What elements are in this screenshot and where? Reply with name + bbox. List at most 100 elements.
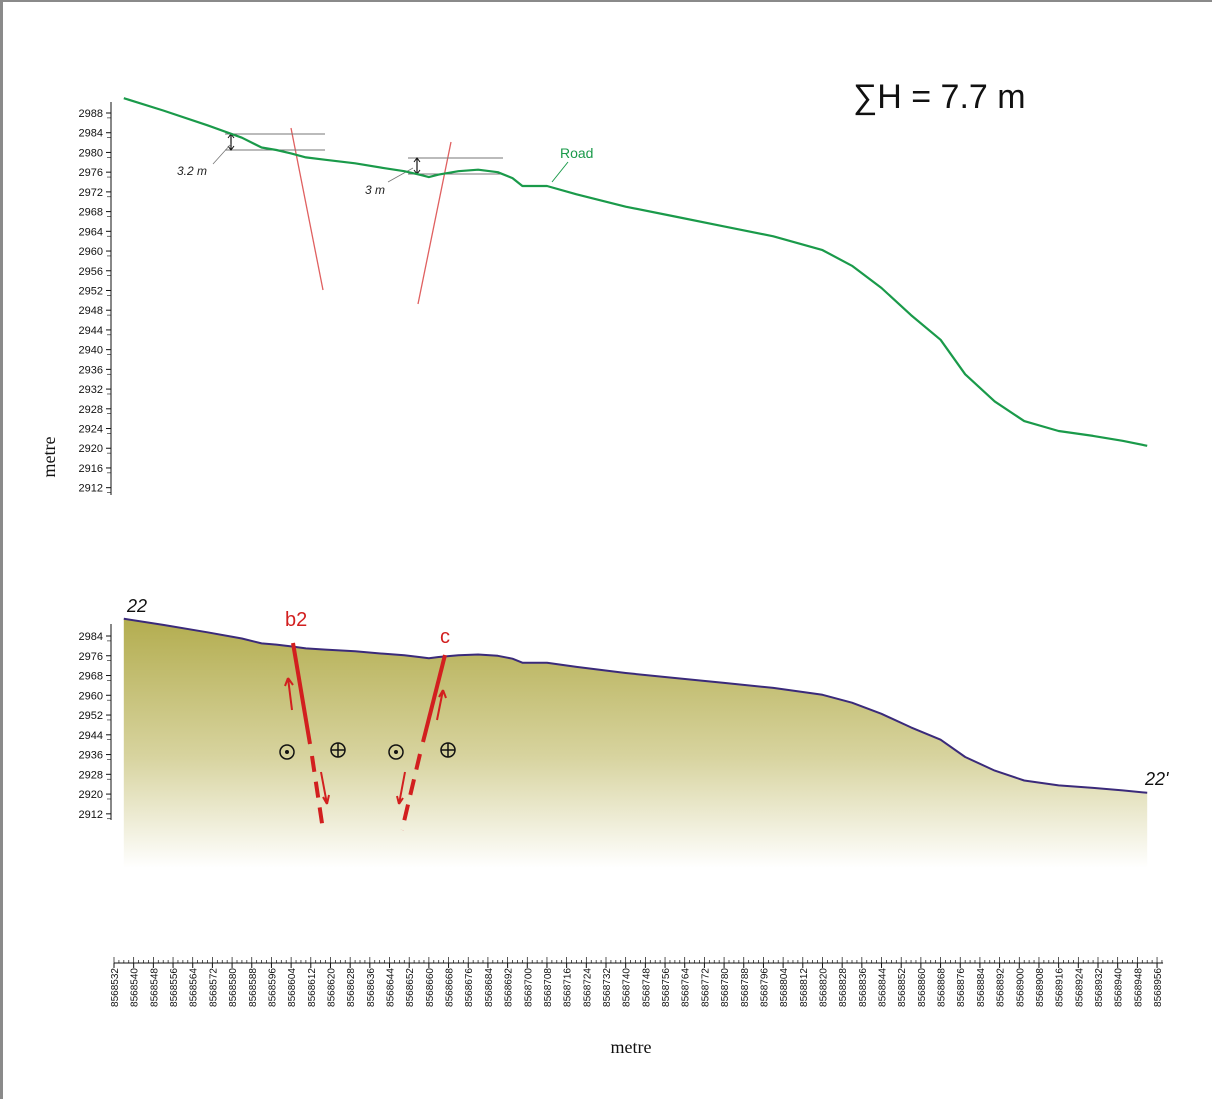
x-tick-label: 8568532 bbox=[110, 968, 121, 1007]
top-fault-b2-line bbox=[290, 127, 324, 291]
fault-b2-down-arrow bbox=[320, 771, 330, 805]
into-page-symbol-b2 bbox=[330, 742, 346, 758]
offset-label-2: 3 m bbox=[365, 183, 385, 197]
x-tick-label: 8568820 bbox=[818, 968, 829, 1007]
x-tick-label: 8568564 bbox=[189, 968, 200, 1007]
geological-section-fill bbox=[123, 618, 1148, 868]
x-tick-label: 8568628 bbox=[346, 968, 357, 1007]
out-of-page-symbol-b2 bbox=[279, 744, 295, 760]
x-tick-label: 8568676 bbox=[464, 968, 475, 1007]
fault-c: c bbox=[396, 626, 450, 831]
x-tick-label: 8568700 bbox=[523, 968, 534, 1007]
x-tick-label: 8568940 bbox=[1114, 968, 1125, 1007]
fault-b2-dashed bbox=[310, 755, 325, 831]
x-tick-label: 8568604 bbox=[287, 968, 298, 1007]
top-y-tick-label: 2984 bbox=[79, 128, 103, 140]
x-tick-label: 8568620 bbox=[326, 968, 337, 1007]
x-tick-label: 8568724 bbox=[582, 968, 593, 1007]
bottom-y-tick-label: 2952 bbox=[79, 710, 103, 722]
offset-marker-2: 3 m bbox=[365, 157, 503, 197]
fault-b2-up-arrow bbox=[284, 677, 294, 711]
x-tick-label: 8568812 bbox=[799, 968, 810, 1007]
fault-c-solid bbox=[421, 654, 447, 743]
x-tick-label: 8568692 bbox=[504, 968, 515, 1007]
top-y-tick-label: 2940 bbox=[79, 345, 103, 357]
sum-throw-title: ∑H = 7.7 m bbox=[853, 78, 1026, 116]
x-tick-label: 8568876 bbox=[956, 968, 967, 1007]
x-tick-label: 8568556 bbox=[169, 968, 180, 1007]
x-tick-label: 8568884 bbox=[976, 968, 987, 1007]
top-y-tick-label: 2928 bbox=[79, 404, 103, 416]
x-tick-label: 8568636 bbox=[366, 968, 377, 1007]
top-y-tick-label: 2972 bbox=[79, 187, 103, 199]
fault-c-label: c bbox=[440, 626, 450, 648]
bottom-y-tick-label: 2944 bbox=[79, 730, 103, 742]
road-leader bbox=[551, 161, 569, 183]
x-tick-label: 8568900 bbox=[1015, 968, 1026, 1007]
x-tick-label: 8568580 bbox=[228, 968, 239, 1007]
fault-b2: b2 bbox=[284, 609, 330, 831]
x-tick-label: 8568764 bbox=[681, 968, 692, 1007]
top-y-tick-label: 2936 bbox=[79, 364, 103, 376]
top-y-tick-label: 2920 bbox=[79, 443, 103, 455]
x-tick-label: 8568780 bbox=[720, 968, 731, 1007]
x-tick-label: 8568588 bbox=[248, 968, 259, 1007]
x-tick-label: 8568836 bbox=[858, 968, 869, 1007]
x-tick-label: 8568708 bbox=[543, 968, 554, 1007]
offset-leader-1 bbox=[212, 143, 232, 165]
x-tick-label: 8568748 bbox=[641, 968, 652, 1007]
x-tick-label: 8568668 bbox=[445, 968, 456, 1007]
x-tick-label: 8568892 bbox=[996, 968, 1007, 1007]
into-page-symbol-c bbox=[440, 742, 456, 758]
bottom-y-tick-label: 2920 bbox=[79, 789, 103, 801]
x-tick-label: 8568660 bbox=[425, 968, 436, 1007]
bottom-y-tick-label: 2960 bbox=[79, 690, 103, 702]
x-tick-label: 8568732 bbox=[602, 968, 613, 1007]
road-label: Road bbox=[560, 145, 593, 161]
bottom-y-tick-label: 2984 bbox=[79, 631, 103, 643]
bottom-y-tick-label: 2976 bbox=[79, 651, 103, 663]
x-tick-label: 8568716 bbox=[563, 968, 574, 1007]
x-tick-label: 8568772 bbox=[700, 968, 711, 1007]
x-tick-label: 8568924 bbox=[1074, 968, 1085, 1007]
x-tick-label: 8568684 bbox=[484, 968, 495, 1007]
fault-c-up-arrow bbox=[436, 689, 447, 721]
x-tick-label: 8568868 bbox=[937, 968, 948, 1007]
x-axis-title: metre bbox=[611, 1037, 652, 1057]
top-fault-c-line bbox=[417, 141, 452, 305]
top-y-tick-label: 2976 bbox=[79, 167, 103, 179]
top-y-tick-label: 2912 bbox=[79, 483, 103, 495]
top-y-tick-label: 2988 bbox=[79, 108, 103, 120]
x-tick-label: 8568548 bbox=[149, 968, 160, 1007]
x-tick-label: 8568612 bbox=[307, 968, 318, 1007]
x-tick-label: 8568740 bbox=[622, 968, 633, 1007]
fault-b2-solid bbox=[291, 642, 312, 745]
top-y-axis: 2988298429802976297229682964296029562952… bbox=[79, 102, 112, 495]
section-end-label: 22' bbox=[1144, 769, 1169, 789]
bottom-y-tick-label: 2936 bbox=[79, 750, 103, 762]
section-start-label: 22 bbox=[126, 596, 147, 616]
offset-marker-1: 3.2 m bbox=[177, 133, 325, 178]
ground-profile-line bbox=[123, 97, 1148, 447]
fault-b2-label: b2 bbox=[285, 609, 307, 631]
x-tick-label: 8568932 bbox=[1094, 968, 1105, 1007]
x-tick-label: 8568828 bbox=[838, 968, 849, 1007]
x-tick-label: 8568956 bbox=[1153, 968, 1164, 1007]
top-y-tick-label: 2960 bbox=[79, 246, 103, 258]
x-tick-label: 8568852 bbox=[897, 968, 908, 1007]
x-tick-label: 8568916 bbox=[1055, 968, 1066, 1007]
out-of-page-symbol-c bbox=[388, 744, 404, 760]
x-tick-label: 8568572 bbox=[208, 968, 219, 1007]
bottom-y-tick-label: 2968 bbox=[79, 671, 103, 683]
x-tick-label: 8568860 bbox=[917, 968, 928, 1007]
top-y-tick-label: 2924 bbox=[79, 424, 103, 436]
x-tick-label: 8568844 bbox=[878, 968, 889, 1007]
x-tick-label: 8568804 bbox=[779, 968, 790, 1007]
x-tick-label: 8568788 bbox=[740, 968, 751, 1007]
top-y-tick-label: 2944 bbox=[79, 325, 103, 337]
cross-section-figure: ∑H = 7.7 m 29882984298029762972296829642… bbox=[39, 78, 1169, 1057]
top-y-axis-title: metre bbox=[39, 437, 59, 478]
